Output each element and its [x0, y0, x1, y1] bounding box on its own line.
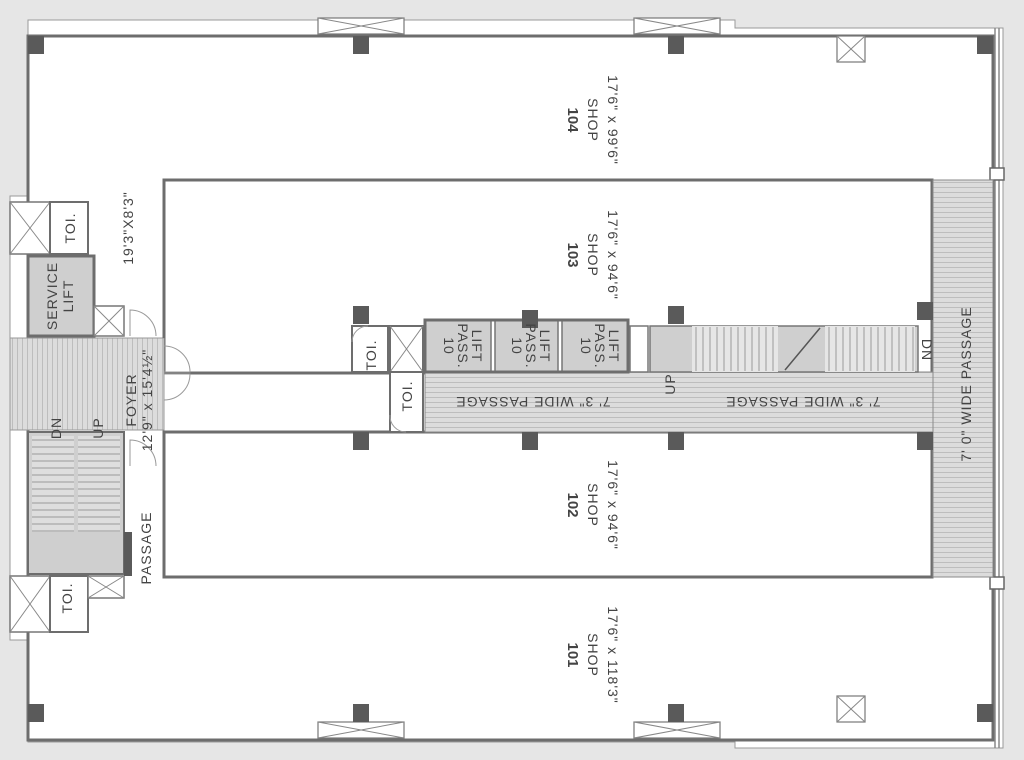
lift-3 — [561, 319, 629, 373]
shop-103-type: SHOP — [585, 233, 601, 277]
shop-102-type: SHOP — [585, 483, 601, 527]
toilet-label-center-2: TOI. — [399, 381, 415, 412]
toilet-center-1 — [351, 325, 389, 373]
column — [28, 36, 44, 54]
facade-box-top — [989, 167, 1005, 181]
service-lift-line2: LIFT — [60, 280, 76, 313]
column — [977, 704, 993, 722]
column — [668, 432, 684, 450]
lift-2-count: 10 — [509, 337, 525, 355]
column — [353, 306, 369, 324]
foyer-size: 12'9" x 15'4½" — [139, 349, 155, 451]
window-bottom-1 — [317, 721, 405, 739]
lift-3-count: 10 — [578, 337, 594, 355]
shop-102-size: 17'6" x 94'6" — [605, 460, 621, 550]
columns — [28, 36, 993, 722]
lift-1-count: 10 — [441, 337, 457, 355]
duct-box — [629, 325, 649, 373]
lift-2-label: PASS. — [523, 323, 539, 368]
lift-2 — [494, 319, 559, 373]
shop-103-number: 103 — [564, 242, 581, 267]
passage-7-3-label-2: 7' 3" WIDE PASSAGE — [725, 394, 880, 410]
toilet-label-left-bottom: TOI. — [59, 583, 75, 614]
shaft-bottom-right — [836, 695, 866, 723]
toilet-label-center-1: TOI. — [363, 340, 379, 371]
toilet-center-2 — [389, 371, 424, 433]
lift-1-sub: LIFT — [469, 330, 485, 363]
column — [522, 310, 538, 328]
passage-7-3-label-1: 7' 3" WIDE PASSAGE — [455, 394, 610, 410]
shop-104-type: SHOP — [585, 98, 601, 142]
stair-central-down: DN — [919, 339, 935, 361]
left-stair-treads — [32, 439, 120, 532]
lift-2-sub: LIFT — [537, 330, 553, 363]
shop-102-number: 102 — [564, 492, 581, 517]
column — [668, 306, 684, 324]
room-size-label: 19'3"X8'3" — [120, 191, 136, 265]
column — [668, 704, 684, 722]
toilet-label-left-top: TOI. — [62, 213, 78, 244]
lift-1-label: PASS. — [455, 323, 471, 368]
column — [977, 36, 993, 54]
stair-break-line — [784, 327, 821, 371]
passage-left-label: PASSAGE — [138, 512, 154, 585]
column — [353, 36, 369, 54]
facade-box-bottom — [989, 576, 1005, 590]
column — [522, 432, 538, 450]
shop-101-type: SHOP — [585, 633, 601, 677]
shaft-top-right — [836, 35, 866, 63]
stair-central-up: UP — [662, 373, 678, 394]
stair-treads — [695, 327, 914, 371]
stair-left-down: DN — [48, 417, 64, 439]
window-bottom-2 — [633, 721, 721, 739]
window-top-1 — [317, 17, 405, 35]
lift-3-label: PASS. — [592, 323, 608, 368]
shop-104-number: 104 — [564, 107, 581, 133]
shop-104-size: 17'6" x 99'6" — [605, 75, 621, 165]
stair-left-up: UP — [90, 417, 106, 438]
column — [668, 36, 684, 54]
passage-7-0-label: 7' 0" WIDE PASSAGE — [958, 306, 974, 461]
stair-central — [649, 325, 919, 373]
column — [917, 302, 933, 320]
shop-103-size: 17'6" x 94'6" — [605, 210, 621, 300]
lift-1 — [424, 319, 492, 373]
shop-101-size: 17'6" x 118'3" — [605, 606, 621, 704]
shop-101-number: 101 — [564, 642, 581, 667]
lift-3-sub: LIFT — [606, 330, 622, 363]
window-top-2 — [633, 17, 721, 35]
column — [28, 704, 44, 722]
column — [353, 432, 369, 450]
service-lift-line1: SERVICE — [44, 262, 60, 330]
corridor-7-0-passage — [932, 179, 994, 578]
foyer-name: FOYER — [123, 373, 139, 426]
shaft-center — [389, 325, 424, 373]
column — [353, 704, 369, 722]
column — [917, 432, 933, 450]
